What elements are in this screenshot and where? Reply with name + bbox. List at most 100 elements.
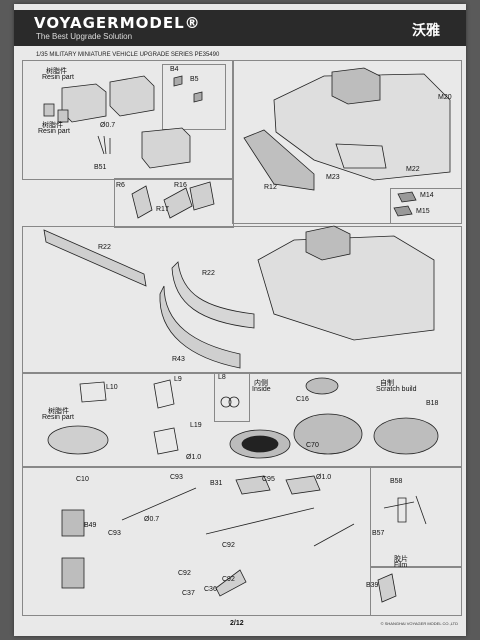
part-b4 — [173, 75, 183, 87]
bracket-l10 — [79, 381, 107, 403]
label-b57: B57 — [372, 530, 385, 537]
resin-part2-label: Resin part — [38, 128, 70, 135]
stand-b58 — [397, 497, 407, 523]
label-l10: L10 — [106, 384, 118, 391]
resin-part2-cn-label: 树脂件 — [42, 121, 63, 129]
plate-r16 — [163, 187, 193, 219]
label-r22-b: R22 — [202, 270, 215, 277]
film-label: Film — [394, 562, 408, 569]
plate-r17 — [189, 181, 215, 211]
stowage-bin-2 — [305, 225, 351, 261]
scratch-label: Scratch build — [376, 386, 417, 393]
series-title: 1/35 MILITARY MINIATURE VEHICLE UPGRADE … — [36, 52, 220, 58]
page-number: 2/12 — [230, 620, 244, 627]
skirt-r22-b — [171, 261, 255, 329]
stand-b57 — [383, 495, 427, 525]
label-r22-a: R22 — [98, 244, 111, 251]
label-b49: B49 — [84, 522, 97, 529]
stowage-bin — [331, 67, 381, 105]
resin-box-2 — [109, 75, 155, 117]
brand-tagline: The Best Upgrade Solution — [36, 32, 133, 41]
step-panel-b57-b58 — [370, 466, 462, 568]
step-panel-r6-r16 — [114, 178, 234, 228]
cupola-c70 — [293, 413, 363, 455]
resin-part3-cn-label: 树脂件 — [48, 407, 69, 415]
label-b4: B4 — [170, 66, 179, 73]
resin-box-1 — [61, 83, 107, 123]
label-m20: M20 — [438, 94, 452, 101]
instruction-sheet: VOYAGERMODEL® The Best Upgrade Solution … — [14, 4, 466, 636]
step-panel-top-left — [22, 60, 234, 180]
step-panel-b4-b5 — [162, 64, 226, 130]
rod-c92 — [205, 507, 315, 535]
part-m15 — [393, 205, 413, 217]
inside-label: Inside — [252, 386, 271, 393]
part-b5 — [193, 91, 203, 103]
label-c93-a: C93 — [170, 474, 183, 481]
label-c70: C70 — [306, 442, 319, 449]
label-b39: B39 — [366, 582, 379, 589]
label-phi10-a: Ø1.0 — [186, 454, 202, 461]
step-panel-film — [370, 566, 462, 616]
label-r43: R43 — [172, 356, 185, 363]
label-c10: C10 — [76, 476, 89, 483]
label-b58: B58 — [390, 478, 403, 485]
small-plate-1 — [43, 103, 55, 117]
label-l19: L19 — [190, 422, 202, 429]
brand-chinese: 沃雅 — [412, 23, 440, 39]
header-bar: VOYAGERMODEL® The Best Upgrade Solution … — [14, 10, 466, 46]
wire-b51 — [97, 135, 111, 155]
label-b5: B5 — [190, 76, 199, 83]
skirt-r22 — [43, 229, 147, 287]
bracket-l9 — [153, 379, 175, 409]
label-r6: R6 — [116, 182, 125, 189]
skirt-r43 — [159, 285, 241, 369]
cupola-inside-hole — [241, 435, 279, 453]
label-c92-b: C92 — [178, 570, 191, 577]
label-c16: C16 — [296, 396, 309, 403]
label-phi07-a: Ø0.7 — [100, 122, 116, 129]
resin-part-label: Resin part — [42, 74, 74, 81]
label-r17: R17 — [156, 206, 169, 213]
label-r16: R16 — [174, 182, 187, 189]
cupola-resin — [47, 425, 109, 455]
copyright: © SHANGHAI VOYAGER MODEL CO.,LTD — [380, 621, 458, 626]
label-c93-b: C93 — [108, 530, 121, 537]
step-panel-rear-bins — [232, 60, 462, 224]
label-c95: C95 — [262, 476, 275, 483]
label-c36: C36 — [204, 586, 217, 593]
tool-c37 — [215, 569, 247, 597]
parts-b31 — [235, 475, 271, 495]
assembly-drawings — [43, 67, 451, 603]
resin-part3-label: Resin part — [42, 414, 74, 421]
ring-l8 — [220, 396, 232, 408]
brand-logo: VOYAGERMODEL® — [34, 14, 201, 32]
label-b18: B18 — [426, 400, 439, 407]
label-r12: R12 — [264, 184, 277, 191]
step-panel-l8 — [214, 372, 250, 422]
label-c37: C37 — [182, 590, 195, 597]
grille-r12 — [243, 129, 315, 191]
film-cn-label: 胶片 — [394, 555, 408, 563]
cupola-scratch — [373, 417, 439, 455]
label-b51: B51 — [94, 164, 107, 171]
label-c92-a: C92 — [222, 542, 235, 549]
box-resin — [61, 557, 85, 589]
label-c92-c: C92 — [222, 576, 235, 583]
scratch-cn-label: 自制 — [380, 379, 394, 387]
ring-l8b — [228, 396, 240, 408]
label-phi10-b: Ø1.0 — [316, 474, 332, 481]
label-b31: B31 — [210, 480, 223, 487]
small-plate-2 — [57, 109, 69, 123]
film-b39 — [377, 573, 397, 603]
resin-part-cn-label: 树脂件 — [46, 67, 67, 75]
step-panel-m14-m15 — [390, 188, 462, 224]
label-m23: M23 — [326, 174, 340, 181]
step-panel-side-skirt — [22, 226, 462, 374]
cupola-c16 — [305, 377, 339, 395]
label-m15: M15 — [416, 208, 430, 215]
label-l8: L8 — [218, 374, 226, 381]
parts-c95 — [285, 475, 321, 495]
part-l19 — [153, 427, 179, 455]
inside-cn-label: 内侧 — [254, 379, 268, 387]
